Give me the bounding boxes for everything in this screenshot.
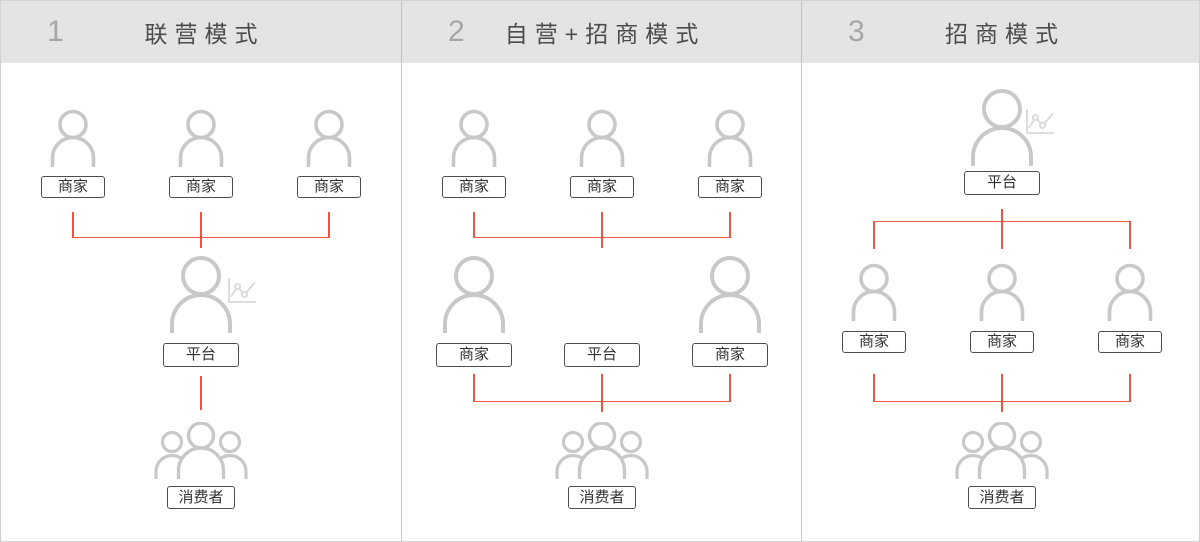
panel-header: 2 自营+招商模式	[402, 1, 801, 63]
consumer-label: 消费者	[568, 486, 636, 509]
panel-title: 联营模式	[144, 21, 265, 47]
merchant-label: 商家	[41, 176, 105, 198]
consumer-label: 消费者	[167, 486, 235, 509]
merchant-label: 商家	[698, 176, 762, 198]
panel-body: 商家 商家 商家 商家 平台 商家	[402, 63, 801, 541]
panel-title: 招商模式	[945, 21, 1065, 47]
connector-line	[473, 212, 475, 237]
panel-number: 3	[848, 15, 865, 48]
connector-line	[601, 374, 603, 412]
line-chart-icon	[227, 277, 257, 304]
person-icon	[450, 109, 498, 167]
line-chart-icon	[1025, 108, 1055, 135]
platform-label: 平台	[163, 343, 239, 367]
consumers-group-icon	[554, 421, 650, 479]
consumer-label: 消费者	[968, 486, 1036, 509]
panel-number: 2	[448, 15, 465, 48]
connector-line	[729, 212, 731, 237]
connector-line	[1129, 221, 1131, 249]
connector-line	[873, 374, 875, 401]
connector-line	[72, 237, 330, 238]
connector-line	[328, 212, 330, 237]
panel-self-plus-merchant: 2 自营+招商模式 商家 商家 商家	[401, 1, 801, 541]
connector-line	[72, 212, 74, 237]
connector-line	[1001, 374, 1003, 412]
person-icon	[1106, 263, 1154, 321]
connector-line	[873, 401, 1131, 402]
person-icon	[177, 109, 225, 167]
merchant-label: 商家	[169, 176, 233, 198]
panel-header: 1 联营模式	[1, 1, 401, 63]
connector-line	[473, 401, 731, 402]
merchant-label: 商家	[692, 343, 768, 367]
connector-line	[1129, 374, 1131, 401]
person-icon	[49, 109, 97, 167]
merchant-label: 商家	[297, 176, 361, 198]
person-icon	[850, 263, 898, 321]
connector-line	[473, 374, 475, 401]
panel-number: 1	[47, 15, 64, 48]
panel-merchant-recruitment: 3 招商模式 平台	[801, 1, 1199, 541]
connector-line	[1001, 209, 1003, 249]
panel-header: 3 招商模式	[802, 1, 1199, 63]
connector-line	[873, 221, 1131, 222]
connector-line	[200, 212, 202, 248]
merchant-label: 商家	[436, 343, 512, 367]
consumers-group-icon	[153, 421, 249, 479]
panel-title: 自营+招商模式	[504, 21, 706, 47]
person-icon	[578, 109, 626, 167]
merchant-label: 商家	[842, 331, 906, 353]
platform-label: 平台	[564, 343, 640, 367]
merchant-label: 商家	[570, 176, 634, 198]
person-icon	[305, 109, 353, 167]
person-icon	[441, 256, 507, 333]
platform-label: 平台	[964, 171, 1040, 195]
panel-joint-operation: 1 联营模式 商家 商家 商家	[1, 1, 401, 541]
connector-line	[200, 376, 202, 410]
connector-line	[473, 237, 731, 238]
connector-line	[729, 374, 731, 401]
person-icon	[697, 256, 763, 333]
person-icon	[706, 109, 754, 167]
platform-person-icon	[168, 256, 234, 333]
merchant-label: 商家	[970, 331, 1034, 353]
panel-body: 商家 商家 商家 平台 消费者	[1, 63, 401, 541]
connector-line	[601, 212, 603, 248]
platform-person-icon	[969, 89, 1035, 166]
merchant-label: 商家	[442, 176, 506, 198]
merchant-label: 商家	[1098, 331, 1162, 353]
consumers-group-icon	[954, 421, 1050, 479]
panel-body: 平台 商家 商家 商家	[802, 63, 1199, 541]
person-icon	[978, 263, 1026, 321]
connector-line	[873, 221, 875, 249]
